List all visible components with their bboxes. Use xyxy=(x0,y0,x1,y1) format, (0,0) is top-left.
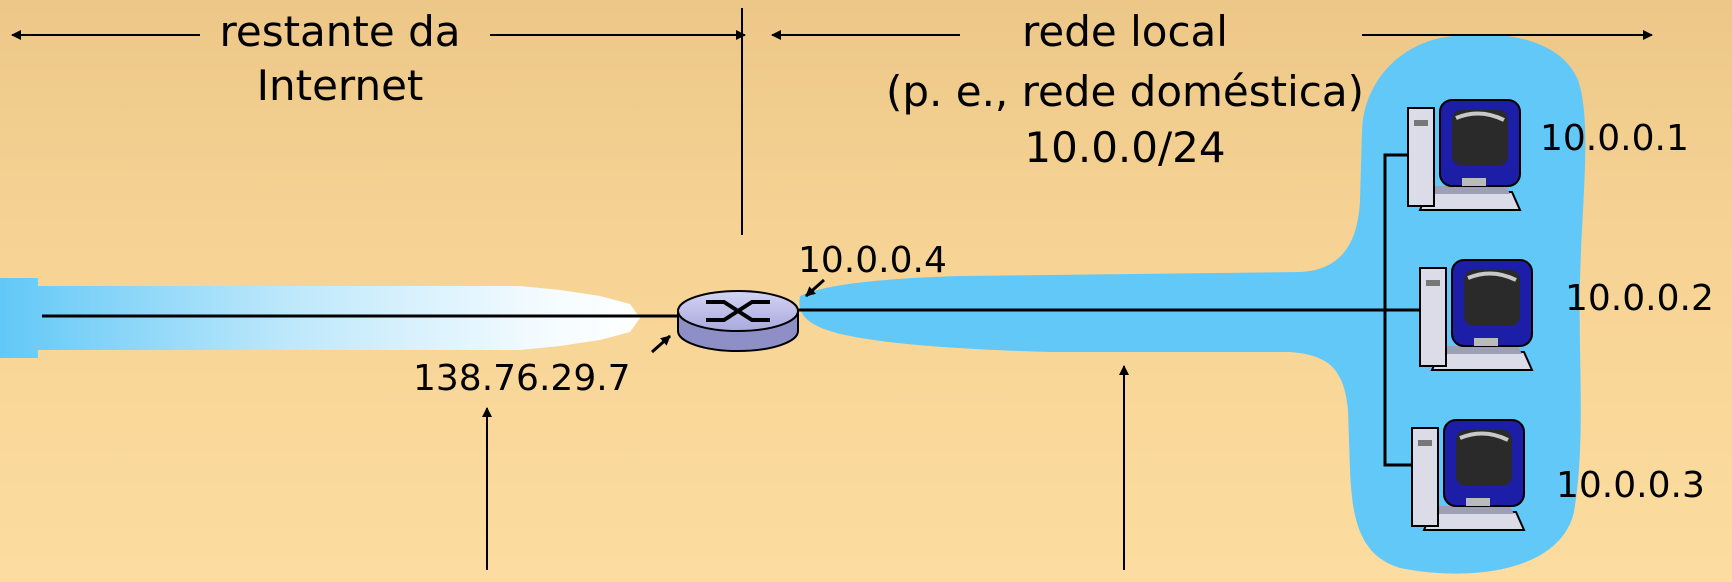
host-3-desktop-computer-icon xyxy=(1411,419,1526,531)
host-2-desktop-computer-icon xyxy=(1419,259,1534,371)
host-1-ip: 10.0.0.1 xyxy=(1540,118,1689,159)
router-wan-ip-pointer xyxy=(651,334,671,354)
router-lan-ip: 10.0.0.4 xyxy=(798,240,947,281)
router-lan-ip-pointer xyxy=(805,278,825,298)
local-label-line2: (p. e., rede doméstica) xyxy=(886,67,1364,116)
host-3-ip: 10.0.0.3 xyxy=(1556,465,1705,506)
host-1-desktop-computer-icon xyxy=(1407,99,1522,211)
rest-label-line2: Internet xyxy=(257,61,424,110)
rest-label-line1: restante da xyxy=(220,7,461,56)
internet-cloud xyxy=(0,278,640,358)
host-2-ip: 10.0.0.2 xyxy=(1565,278,1714,319)
local-label-line1: rede local xyxy=(1022,7,1228,56)
router-icon xyxy=(677,290,799,352)
local-subnet-label: 10.0.0/24 xyxy=(1024,123,1225,172)
lan-blob xyxy=(799,34,1586,574)
lan-bus xyxy=(1383,153,1425,467)
router-wan-ip: 138.76.29.7 xyxy=(413,358,631,399)
